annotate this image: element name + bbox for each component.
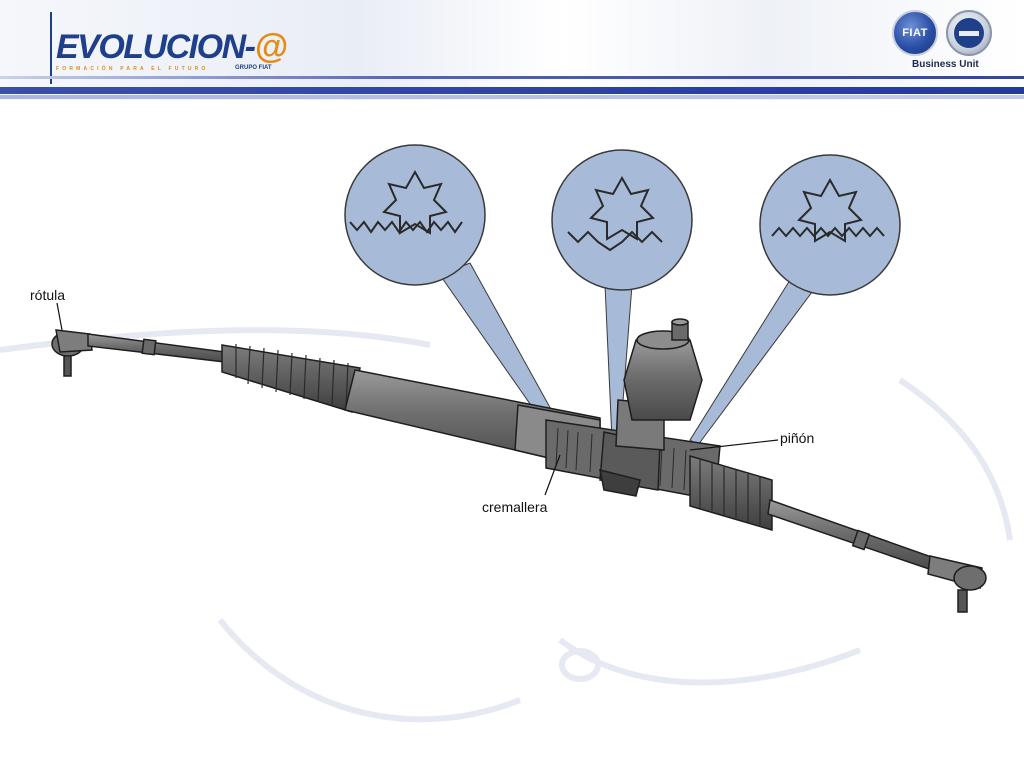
pinion-housing — [545, 318, 721, 501]
steering-rack-diagram: rótula piñón cremallera — [0, 144, 1013, 723]
label-pinon: piñón — [780, 430, 814, 446]
brand-tagline: FORMACIÓN PARA EL FUTURO — [56, 66, 209, 72]
gear-mesh-icon — [567, 175, 663, 252]
fiat-logo: FIAT — [892, 10, 938, 56]
callout-left — [344, 144, 486, 286]
label-rotula: rótula — [30, 287, 65, 303]
lancia-logo — [946, 10, 992, 56]
brand-logos: FIAT Business Unit — [888, 8, 1008, 73]
background-sketch — [0, 327, 1013, 723]
brand-group: GRUPO FIAT — [235, 65, 272, 71]
leader-lines — [56, 302, 779, 496]
left-boot — [221, 344, 361, 413]
gear-mesh-icon — [349, 169, 463, 235]
label-cremallera: cremallera — [482, 499, 548, 515]
business-unit-label: Business Unit — [912, 59, 979, 70]
steering-rack — [51, 318, 987, 613]
logo-divider — [50, 12, 52, 84]
header-stripes — [0, 76, 1024, 100]
brand-wordmark: EVOLUCION-@ — [56, 28, 288, 66]
right-boot — [689, 454, 773, 532]
callout-right — [759, 154, 901, 296]
callout-middle — [551, 149, 693, 291]
left-ball-joint — [51, 329, 93, 377]
header: EVOLUCION-@ FORMACIÓN PARA EL FUTURO GRU… — [0, 0, 1024, 100]
gear-mesh-icon — [771, 177, 885, 243]
at-sign: @ — [254, 28, 287, 66]
right-ball-joint — [927, 555, 987, 613]
